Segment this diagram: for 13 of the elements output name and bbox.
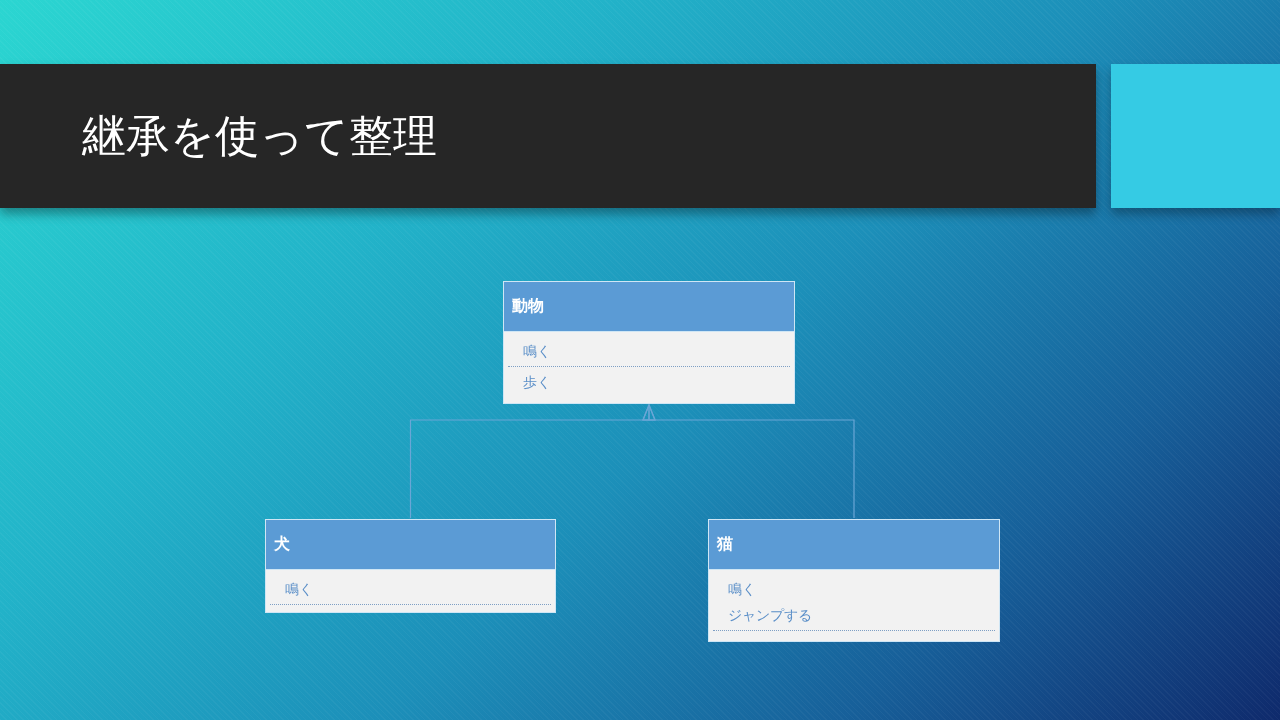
slide-title: 継承を使って整理 (82, 110, 437, 162)
uml-class-box (708, 519, 1000, 642)
method-text: ジャンプする (728, 606, 812, 625)
inheritance-arrow (642, 404, 855, 519)
class-name: 猫 (717, 533, 733, 555)
class-name: 犬 (274, 533, 290, 555)
method-text: 歩く (523, 373, 551, 392)
method-text: 鳴く (523, 342, 551, 361)
method-text: 鳴く (285, 580, 313, 599)
uml-class-box (503, 281, 795, 404)
uml-class-box (265, 519, 556, 613)
class-name: 動物 (512, 295, 544, 317)
method-text: 鳴く (728, 580, 756, 599)
